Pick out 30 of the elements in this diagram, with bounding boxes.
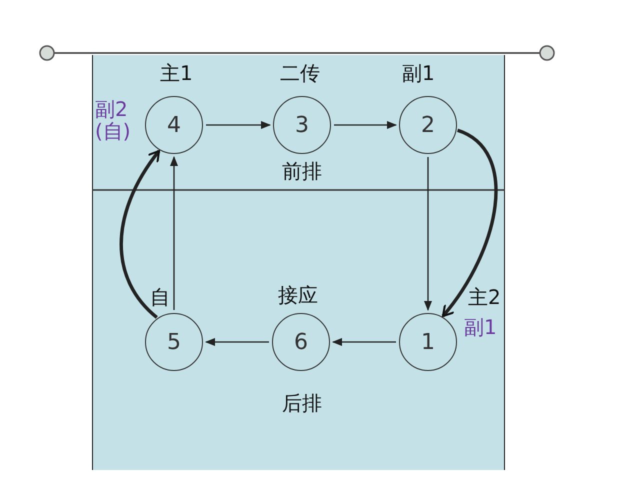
position-circle bbox=[272, 313, 330, 371]
role-label: 二传 bbox=[280, 62, 320, 84]
arrow bbox=[205, 338, 269, 346]
position-circle bbox=[145, 313, 203, 371]
role-label: 主2 bbox=[468, 286, 501, 308]
arrow bbox=[120, 150, 160, 319]
role-label: 副1 bbox=[402, 62, 435, 84]
arrow bbox=[206, 121, 271, 129]
arrow bbox=[442, 128, 498, 318]
position-number: 5 bbox=[167, 330, 181, 354]
position-circle bbox=[273, 96, 331, 154]
position-circle bbox=[399, 313, 457, 371]
role-label: 接应 bbox=[278, 284, 318, 306]
position-circle bbox=[399, 96, 457, 154]
row-label: 前排 bbox=[282, 160, 322, 182]
position-number: 1 bbox=[421, 330, 435, 354]
role-label: 自 bbox=[150, 286, 170, 308]
row-label: 后排 bbox=[282, 392, 322, 414]
role-label: 副1 bbox=[464, 316, 497, 338]
arrow bbox=[170, 156, 178, 310]
role-label: 副2 (自) bbox=[95, 98, 132, 142]
position-number: 2 bbox=[421, 112, 435, 138]
position-circle bbox=[145, 96, 203, 154]
position-number: 3 bbox=[295, 112, 309, 138]
arrow bbox=[424, 157, 432, 311]
position-number: 4 bbox=[167, 112, 181, 138]
arrow bbox=[332, 338, 396, 346]
role-label: 主1 bbox=[160, 62, 193, 84]
arrow bbox=[334, 121, 397, 129]
position-number: 6 bbox=[294, 330, 308, 354]
